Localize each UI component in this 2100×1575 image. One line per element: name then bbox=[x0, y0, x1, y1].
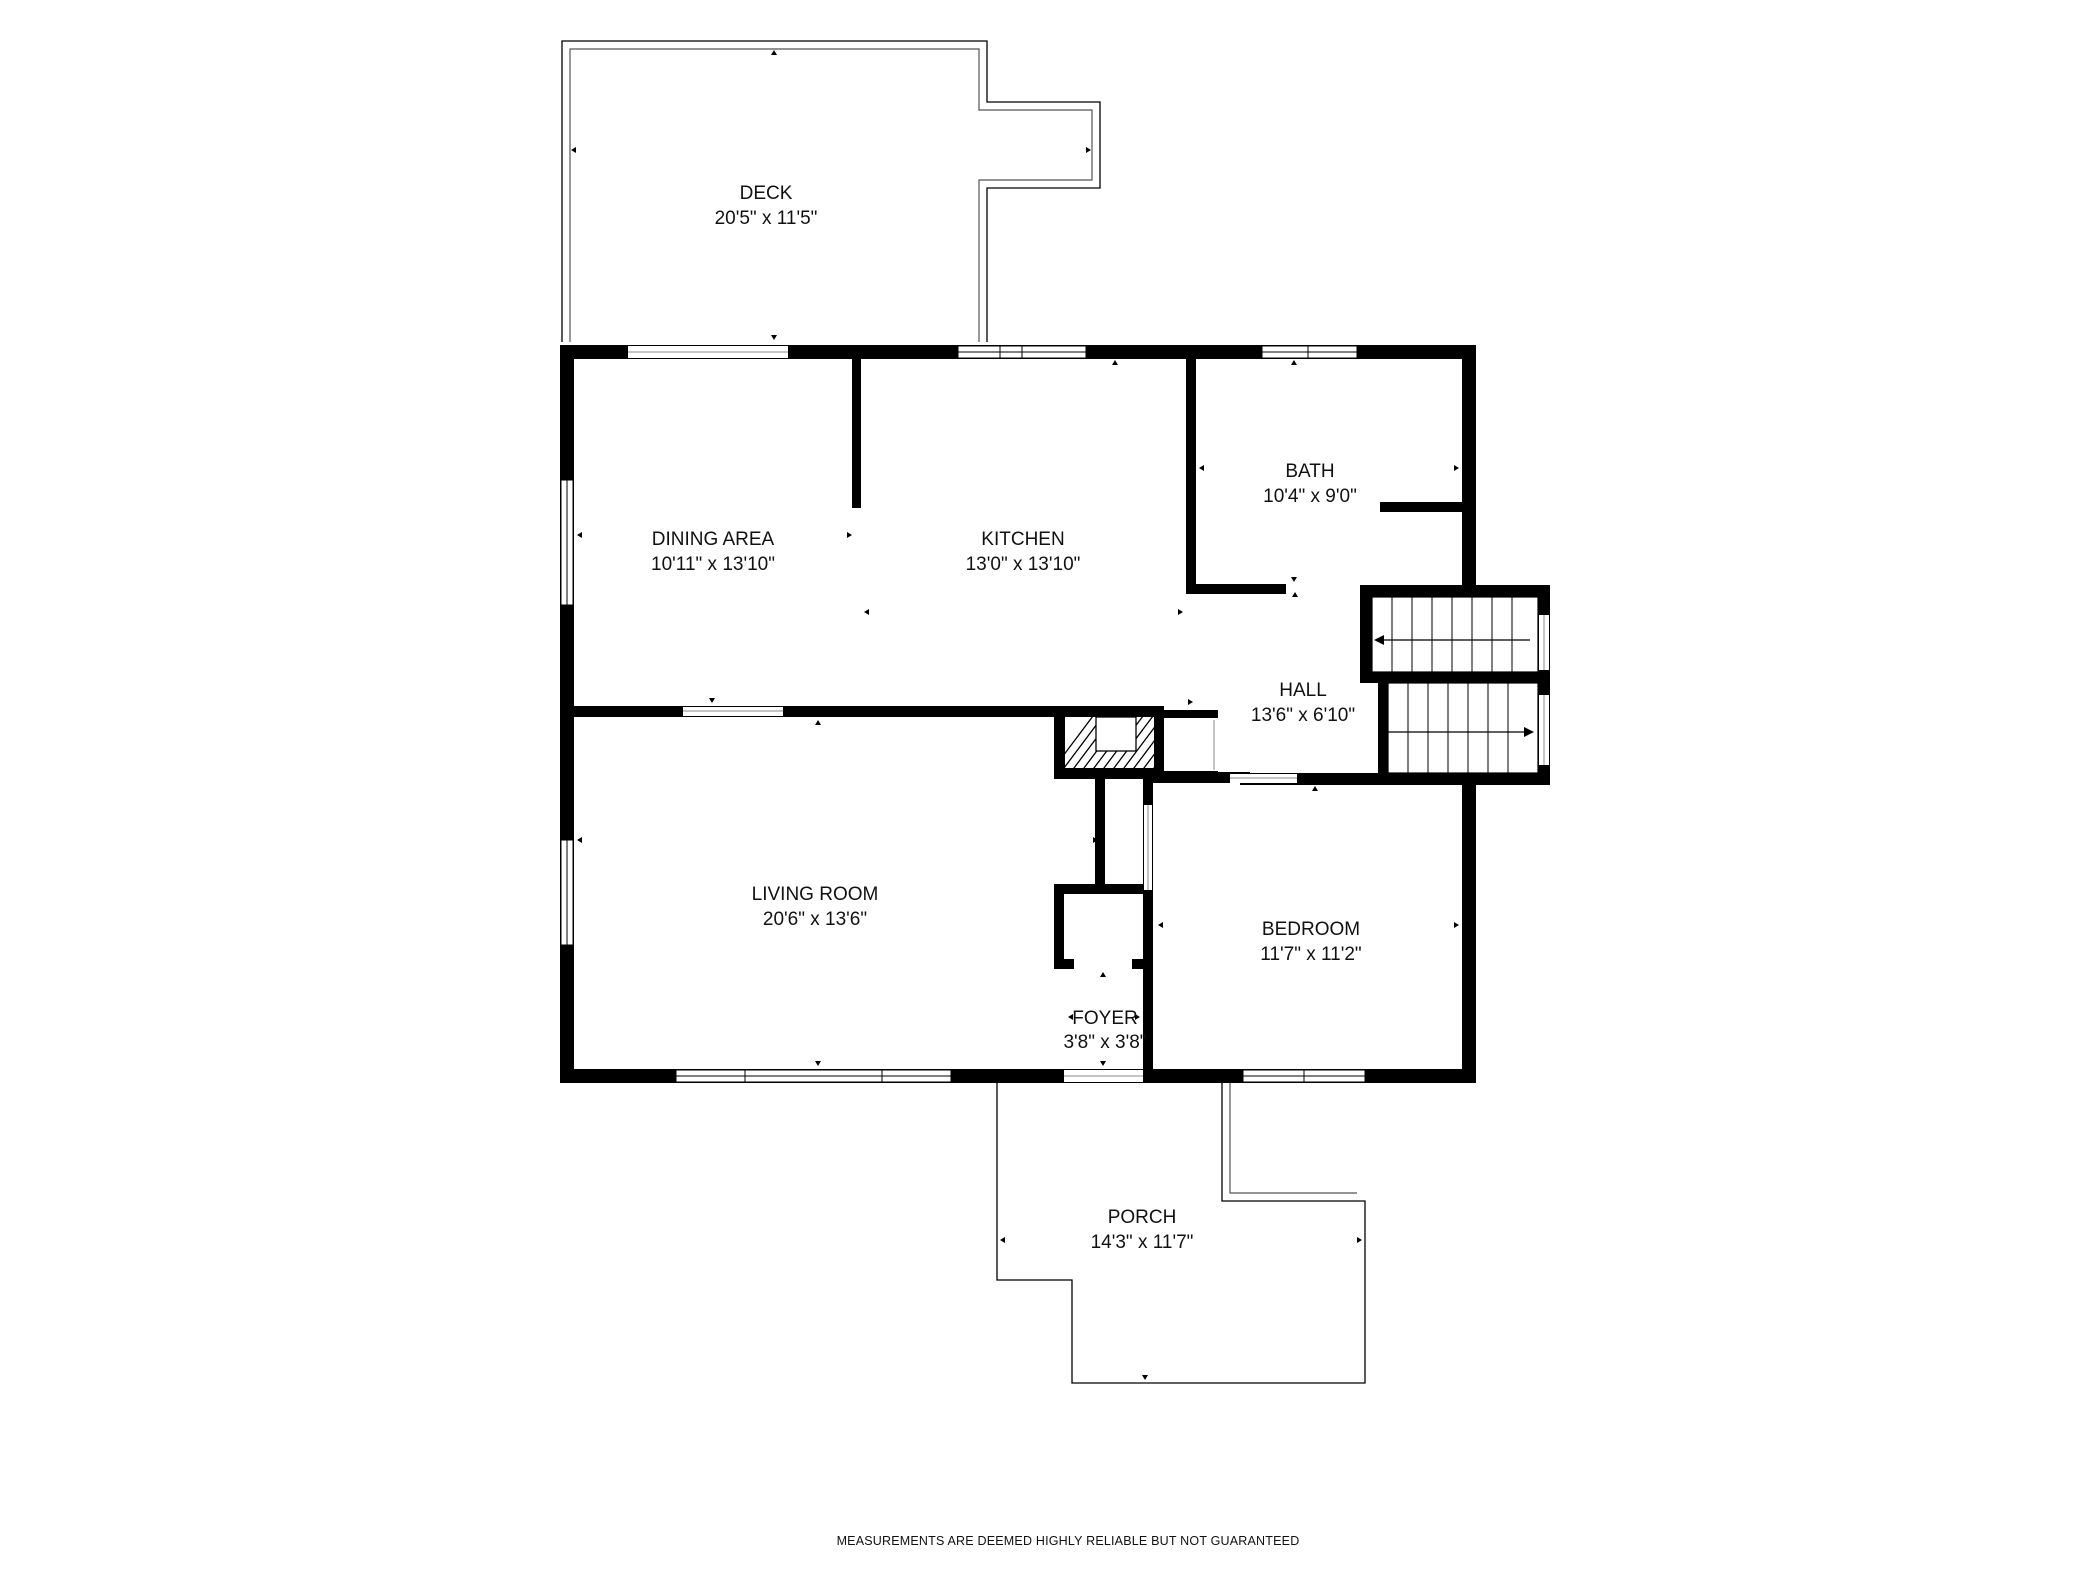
room-living-room: LIVING ROOM 20'6" x 13'6" bbox=[752, 884, 879, 930]
bedroom-name: BEDROOM bbox=[1262, 919, 1360, 940]
stairs bbox=[1371, 596, 1539, 774]
living-room-name: LIVING ROOM bbox=[752, 884, 879, 905]
dining-area-name: DINING AREA bbox=[652, 529, 775, 550]
porch-dimensions: 14'3" x 11'7" bbox=[1091, 1232, 1194, 1253]
dining-area-dimensions: 10'11" x 13'10" bbox=[651, 554, 775, 575]
kitchen-dimensions: 13'0" x 13'10" bbox=[966, 554, 1081, 575]
deck-name: DECK bbox=[740, 183, 793, 204]
room-hall: HALL 13'6" x 6'10" bbox=[1251, 680, 1355, 726]
hall-dimensions: 13'6" x 6'10" bbox=[1251, 705, 1355, 726]
room-deck: DECK 20'5" x 11'5" bbox=[715, 183, 818, 229]
room-dining-area: DINING AREA 10'11" x 13'10" bbox=[651, 529, 775, 575]
wall-openings bbox=[628, 346, 1549, 1082]
hall-name: HALL bbox=[1279, 680, 1327, 701]
room-bedroom: BEDROOM 11'7" x 11'2" bbox=[1260, 919, 1361, 965]
bath-name: BATH bbox=[1285, 461, 1334, 482]
deck-outline bbox=[561, 40, 1101, 342]
windows bbox=[560, 345, 1366, 1083]
room-foyer: FOYER 3'8" x 3'8" bbox=[1063, 1008, 1146, 1053]
porch-name: PORCH bbox=[1108, 1207, 1177, 1228]
fireplace-hatch bbox=[1065, 716, 1154, 768]
deck-dimensions: 20'5" x 11'5" bbox=[715, 208, 818, 229]
dimension-markers bbox=[571, 50, 1459, 1380]
bedroom-dimensions: 11'7" x 11'2" bbox=[1260, 944, 1361, 965]
interior-walls bbox=[560, 345, 1550, 1069]
room-porch: PORCH 14'3" x 11'7" bbox=[1091, 1207, 1194, 1253]
kitchen-name: KITCHEN bbox=[981, 529, 1064, 550]
room-bath: BATH 10'4" x 9'0" bbox=[1263, 461, 1357, 507]
bath-dimensions: 10'4" x 9'0" bbox=[1263, 486, 1357, 507]
foyer-dimensions: 3'8" x 3'8" bbox=[1063, 1032, 1146, 1053]
disclaimer-text: MEASUREMENTS ARE DEEMED HIGHLY RELIABLE … bbox=[837, 1534, 1300, 1548]
living-room-dimensions: 20'6" x 13'6" bbox=[763, 909, 867, 930]
room-kitchen: KITCHEN 13'0" x 13'10" bbox=[966, 529, 1081, 575]
foyer-name: FOYER bbox=[1072, 1008, 1137, 1029]
porch-outline bbox=[996, 1083, 1366, 1384]
